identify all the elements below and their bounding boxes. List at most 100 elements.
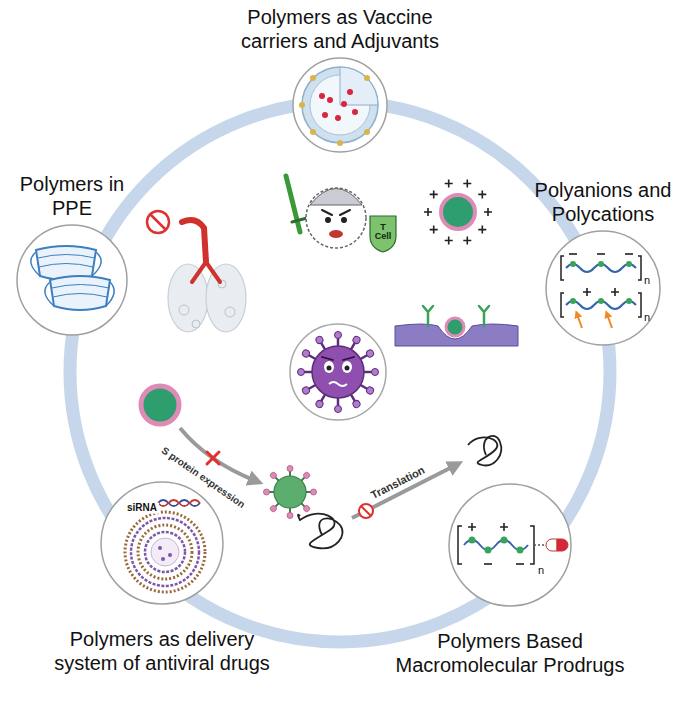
background-ring <box>70 102 610 642</box>
charged-nanoparticle <box>463 180 471 188</box>
s-protein-pathway <box>141 386 256 481</box>
liposome-sirna <box>125 512 205 592</box>
s-protein-pathway <box>207 452 219 464</box>
prodrug-chain <box>534 544 546 546</box>
t-cell-character <box>325 217 331 223</box>
charged-nanoparticle <box>424 208 432 216</box>
circle-outline <box>448 483 572 607</box>
polyion-chains <box>626 298 632 304</box>
virus-green <box>287 466 293 477</box>
circle-ground <box>293 58 387 152</box>
prodrug-chain <box>484 564 492 565</box>
liposome-sirna <box>125 500 205 592</box>
virus-center <box>335 332 342 347</box>
virus-green <box>287 508 293 519</box>
polyion-chains <box>561 256 641 280</box>
t-cell-character <box>310 189 362 206</box>
topic-heading: Polyanions and Polycations <box>528 178 678 226</box>
liposome-sirna <box>158 500 200 506</box>
lungs-airway <box>147 211 246 332</box>
polyion-chains <box>597 254 605 255</box>
t-cell-character <box>322 210 350 215</box>
vaccine-carrier <box>364 75 370 81</box>
lungs-airway <box>192 320 200 328</box>
lungs-airway <box>206 264 246 332</box>
background-ring <box>70 102 610 642</box>
circle-outline <box>546 231 660 345</box>
topic-heading: Polymers Based Macromolecular Prodrugs <box>390 629 630 677</box>
charged-nanoparticle <box>430 190 438 198</box>
polyion-chains <box>598 298 604 304</box>
charged-nanoparticle <box>441 195 475 229</box>
face-mask <box>36 246 96 280</box>
lungs-airway <box>225 307 235 317</box>
liposome-sirna <box>145 532 185 572</box>
polyion-chains <box>569 254 577 255</box>
charged-nanoparticle <box>484 208 492 216</box>
s-protein-pathway <box>141 386 179 424</box>
charged-nanoparticle <box>424 180 492 245</box>
liposome-sirna <box>158 546 162 550</box>
vaccine-carrier <box>335 115 341 121</box>
vaccine-carrier <box>327 97 333 103</box>
vaccine-carrier <box>319 93 325 99</box>
repeat-index: n <box>644 275 650 287</box>
prodrug-chain <box>458 526 534 564</box>
prodrug-chain <box>516 564 524 565</box>
charged-nanoparticle <box>445 237 453 245</box>
liposome-sirna <box>131 518 199 586</box>
vaccine-carrier <box>299 67 378 146</box>
vaccine-carrier <box>352 109 358 115</box>
virus-green <box>264 466 317 519</box>
rna-translation <box>468 436 501 466</box>
circle-ground <box>546 231 660 345</box>
charged-nanoparticle <box>430 226 438 234</box>
topic-circle: Polymers Based Macromolecular Prodrugs <box>448 483 572 607</box>
virus-center <box>324 361 334 373</box>
prodrug-chain <box>517 547 524 554</box>
topic-circle: Polymers in PPE <box>16 224 128 336</box>
liposome-sirna <box>138 525 192 579</box>
rna-translation <box>352 465 456 518</box>
vaccine-carrier <box>364 129 370 135</box>
vaccine-carrier <box>310 129 316 135</box>
prodrug-chain <box>500 523 508 531</box>
vaccine-carrier <box>341 101 347 107</box>
t-cell-character <box>306 188 366 248</box>
circle-ground <box>101 482 223 604</box>
virus-center <box>345 366 350 371</box>
vaccine-carrier <box>340 67 378 105</box>
circle-outline <box>100 481 224 605</box>
circle-outline <box>293 58 387 152</box>
sirna-label: siRNA <box>125 503 159 514</box>
t-cell-character <box>341 217 347 223</box>
prodrug-chain <box>458 523 568 564</box>
lungs-airway <box>179 305 189 315</box>
lungs-airway <box>192 262 220 282</box>
virus-center <box>290 324 386 420</box>
virus-center <box>327 366 332 371</box>
virus-green <box>306 489 317 495</box>
lungs-airway <box>150 214 166 230</box>
prodrug-chain <box>546 539 557 551</box>
prodrug-chain <box>501 537 508 544</box>
face-mask <box>50 276 110 310</box>
polyion-chains <box>598 261 604 267</box>
vaccine-carrier <box>310 75 316 81</box>
vaccine-carrier <box>322 112 328 118</box>
rna-translation <box>298 514 343 549</box>
virus-center <box>335 398 342 413</box>
liposome-sirna <box>168 553 172 557</box>
charged-nanoparticle <box>478 226 486 234</box>
polyion-chains <box>611 288 619 296</box>
virus-center <box>342 361 352 373</box>
circle-ground <box>17 58 660 606</box>
polyion-chains <box>625 254 633 255</box>
topic-heading: Polymers in PPE <box>7 172 137 220</box>
face-mask <box>52 285 109 298</box>
repeat-index: n <box>538 565 544 577</box>
polyion-chains <box>583 288 591 296</box>
circle-ground <box>17 225 127 335</box>
t-cell-character <box>286 176 300 232</box>
